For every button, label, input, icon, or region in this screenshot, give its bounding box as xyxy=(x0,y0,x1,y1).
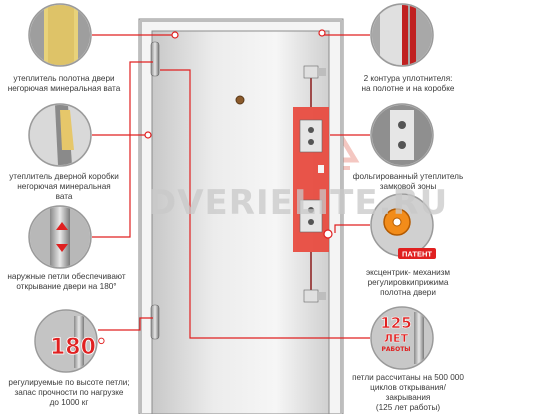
site-watermark: DVERIELITE.RU xyxy=(148,183,449,223)
frame-insulation-photo xyxy=(28,103,92,167)
handle-icon xyxy=(318,165,324,173)
bottom-bolt-icon xyxy=(303,289,326,303)
years-number: 125 xyxy=(380,314,411,332)
caption-foil-insulation: фольгированный утеплитель замковой зоны xyxy=(352,172,464,191)
years-sub: РАБОТЫ xyxy=(381,346,410,353)
bottom-hinge-icon xyxy=(150,304,160,340)
external-hinge-photo xyxy=(28,205,92,269)
caption-seal-contours: 2 контура уплотнителя: на полотне и на к… xyxy=(361,74,455,93)
peephole-icon xyxy=(235,95,245,105)
eccentric-photo: ПАТЕНТ xyxy=(370,193,436,259)
lock-photo xyxy=(370,103,434,167)
caption-leaf-insulation: утеплитель полотна двери негорючая минер… xyxy=(7,74,121,93)
caption-eccentric: эксцентрик- механизм регулировкиприжима … xyxy=(365,268,451,297)
leaf-insulation-photo xyxy=(28,3,92,67)
degrees-badge: 180° xyxy=(50,335,107,360)
lower-lock-icon xyxy=(299,199,323,233)
caption-adjustable-hinges: регулируемые по высоте петли; запас проч… xyxy=(8,378,130,407)
top-hinge-icon xyxy=(150,41,160,77)
svg-text:ПАТЕНТ: ПАТЕНТ xyxy=(402,250,432,259)
hinge-durability-photo: 125 ЛЕТ РАБОТЫ xyxy=(370,306,434,370)
seal-photo xyxy=(370,3,434,67)
years-word: ЛЕТ xyxy=(384,332,409,345)
caption-hinge-durability: петли рассчитаны на 500 000 циклов откры… xyxy=(352,373,464,412)
upper-lock-icon xyxy=(299,119,323,153)
adjustable-hinge-photo: 180° xyxy=(34,309,107,373)
caption-frame-insulation: утеплитель дверной коробки негорючая мин… xyxy=(9,172,119,201)
top-bolt-icon xyxy=(303,65,326,79)
caption-external-hinges: наружные петли обеспечивают открывание д… xyxy=(7,272,126,291)
leader-lines xyxy=(92,29,370,339)
patent-badge xyxy=(398,248,436,259)
